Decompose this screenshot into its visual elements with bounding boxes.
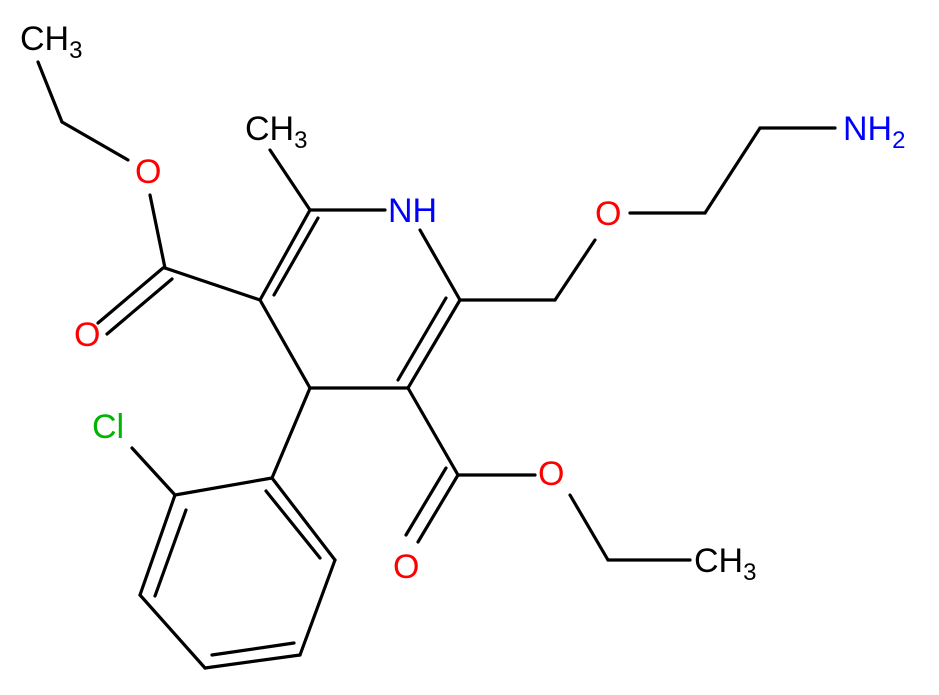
bond-ar2-cl (130, 446, 177, 497)
label-o-ester-bottom: O (538, 455, 564, 493)
bond-ch2-oether (553, 238, 597, 302)
bond-ch2-ch2 (703, 126, 762, 215)
label-ch3-bottom: CH3 (694, 542, 756, 586)
bond-ar6-ar1-double (264, 489, 322, 560)
bond-c6-methyl (268, 148, 312, 212)
bond-ar6-ar1 (270, 476, 337, 562)
label-ch3-methyl: CH3 (245, 110, 307, 154)
bond-c-odouble-bottom-2 (404, 466, 448, 537)
bond-o-c-top (148, 193, 167, 270)
bond-ar4-ar5-double (210, 641, 296, 657)
atom-labels: CH3 O CH3 NH O NH2 O Cl O O CH3 (20, 20, 905, 586)
bond-ar2-ar3-double (153, 508, 188, 598)
bond-ar1-ar2 (173, 476, 274, 497)
bond-ar4-ar5 (203, 653, 302, 670)
label-cl: Cl (92, 408, 124, 446)
bond-c-odouble-bottom (416, 473, 460, 544)
label-o-carbonyl-top: O (74, 316, 100, 354)
bond-c2-c3-double (396, 296, 448, 382)
label-o-carbonyl-bottom: O (393, 548, 419, 586)
bond-ar3-ar4 (138, 593, 207, 670)
bond-c5-c6 (258, 208, 312, 302)
label-o-ether: O (595, 195, 621, 233)
bond-c5-c6-double (272, 216, 320, 297)
label-ch3-top: CH3 (20, 20, 82, 64)
bond-ar5-ar6 (298, 558, 337, 657)
bond-c-odouble-top (96, 266, 165, 325)
bond-c4-aryl (270, 386, 312, 480)
bonds (36, 60, 837, 670)
label-nh2: NH2 (843, 110, 905, 154)
bond-ester-ring-c5 (163, 266, 262, 302)
bond-o-ch2-bottom (568, 493, 610, 562)
bond-c-odouble-top-2 (105, 277, 174, 336)
bond-n1-c2 (418, 228, 462, 302)
bond-ar2-ar3 (138, 493, 177, 597)
label-o-ester-top: O (135, 153, 161, 191)
label-nh: NH (388, 192, 437, 230)
bond-c4-c5 (258, 298, 312, 390)
bond-ch2-o-top (60, 120, 130, 162)
bond-ch3-ch2-top (36, 60, 64, 124)
bond-c2-c3 (406, 298, 462, 390)
bond-c3-ester-c (406, 386, 460, 477)
